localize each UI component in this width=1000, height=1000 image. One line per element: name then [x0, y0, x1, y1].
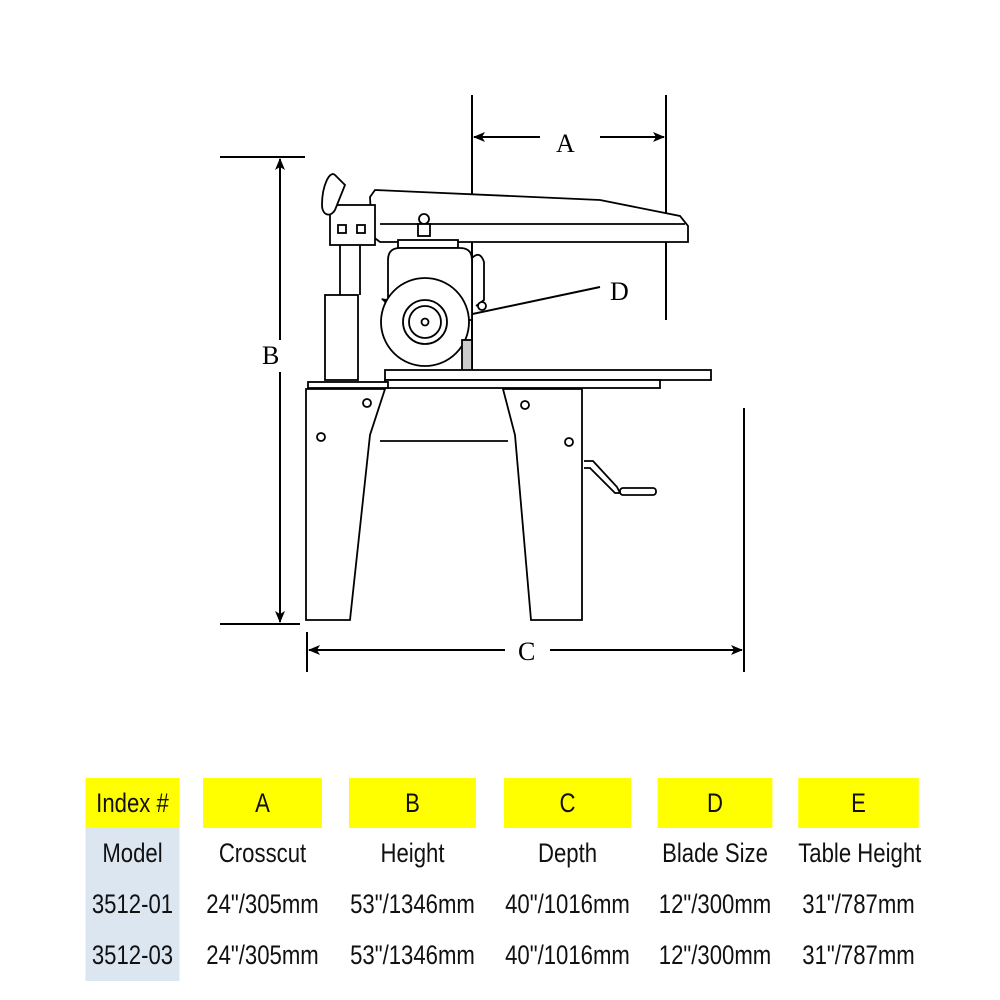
depth-cell: 40"/1016mm	[505, 940, 630, 970]
label-a: A	[556, 129, 575, 158]
column-header-row: Model Crosscut Height Depth Blade Size T…	[75, 828, 932, 879]
blade-size-header-cell: Blade Size	[662, 838, 768, 868]
table-row: 3512-03 24"/305mm 53"/1346mm 40"/1016mm …	[75, 930, 932, 981]
depth-header-cell: Depth	[537, 838, 598, 868]
index-e-cell: E	[798, 778, 919, 828]
table-height-header-cell: Table Height	[798, 838, 922, 868]
table-height-cell: 31"/787mm	[802, 889, 915, 919]
index-c-cell: C	[503, 778, 632, 828]
label-c: C	[518, 637, 535, 666]
model-cell: 3512-01	[85, 879, 180, 930]
crosscut-header-cell: Crosscut	[218, 838, 307, 868]
crosscut-cell: 24"/305mm	[206, 889, 319, 919]
saw-drawing	[305, 173, 712, 621]
dimension-c	[306, 408, 745, 672]
index-a-cell: A	[203, 778, 322, 828]
table-height-cell: 31"/787mm	[802, 940, 915, 970]
model-header-cell: Model	[85, 828, 180, 879]
spec-table: Index # A B C D E Model Crosscut Height …	[75, 778, 932, 981]
index-row: Index # A B C D E	[75, 778, 932, 828]
index-b-cell: B	[348, 778, 477, 828]
index-header-cell: Index #	[85, 778, 180, 828]
blade-size-cell: 12"/300mm	[658, 889, 772, 919]
index-d-cell: D	[657, 778, 773, 828]
label-b: B	[262, 341, 279, 370]
blade-size-cell: 12"/300mm	[658, 940, 772, 970]
height-cell: 53"/1346mm	[350, 940, 475, 970]
table-row: 3512-01 24"/305mm 53"/1346mm 40"/1016mm …	[75, 879, 932, 930]
crosscut-cell: 24"/305mm	[206, 940, 319, 970]
label-d: D	[610, 277, 629, 306]
height-cell: 53"/1346mm	[350, 889, 475, 919]
height-header-cell: Height	[380, 838, 445, 868]
depth-cell: 40"/1016mm	[505, 889, 630, 919]
radial-arm-saw-dimension-diagram: A B C D	[220, 95, 745, 672]
model-cell: 3512-03	[85, 930, 180, 981]
dimension-b	[220, 156, 305, 625]
